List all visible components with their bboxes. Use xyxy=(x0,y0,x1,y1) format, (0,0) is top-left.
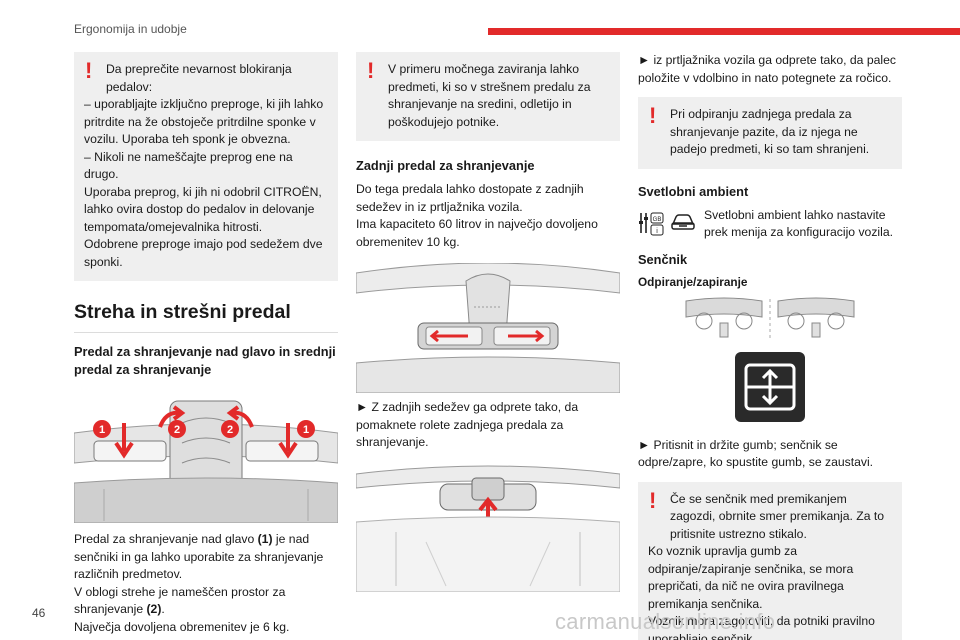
warning-text: V primeru močnega zaviranja lahko predme… xyxy=(388,62,591,129)
callout-marker xyxy=(297,420,315,438)
subheading-open-close: Odpiranje/zapiranje xyxy=(638,274,748,289)
rear-storage-seats-illustration xyxy=(356,263,620,393)
ambient-icons: GB i xyxy=(638,207,696,237)
callout-label: 2 xyxy=(174,424,180,436)
warning-line-4: Uporaba preprog, ki jih ni odobril CITRO… xyxy=(84,184,322,234)
warning-icon: ! xyxy=(85,58,93,83)
ambient-light-text: Svetlobni ambient lahko nastavite prek m… xyxy=(704,207,893,239)
warning-box-mats: ! Da preprečite nevarnost blokiranja ped… xyxy=(74,52,338,281)
callout-label: 1 xyxy=(99,424,105,436)
para-text: Predal za shranjevanje nad glavo xyxy=(74,532,258,546)
heading-sunshade: Senčnik xyxy=(638,251,688,267)
callout-marker xyxy=(93,420,111,438)
column-left: ! Da preprečite nevarnost blokiranja ped… xyxy=(74,52,338,636)
rear-storage-trunk-illustration xyxy=(356,462,620,592)
warning-line-3: – Nikoli ne nameščajte preprog ene na dr… xyxy=(84,149,293,182)
section-title-roof: Streha in strešni predal xyxy=(74,301,338,333)
header-title: Ergonomija in udobje xyxy=(74,22,187,36)
warning-box-falling-items: ! Pri odpiranju zadnjega predala za shra… xyxy=(638,97,902,169)
warning-box-sunshade: ! Če se senčnik med premikanjem zagozdi,… xyxy=(638,481,902,640)
callout-ref: (1) xyxy=(257,532,273,546)
column-middle: ! V primeru močnega zaviranja lahko pred… xyxy=(356,52,620,592)
sunshade-button-illustration xyxy=(638,351,902,431)
callout-marker xyxy=(221,420,239,438)
warning-line-3: Voznik mora zagotoviti, da potniki pravi… xyxy=(648,614,875,640)
svg-text:i: i xyxy=(656,228,658,235)
warning-line-1: Če se senčnik med premikanjem zagozdi, o… xyxy=(670,491,885,541)
warning-text: Pri odpiranju zadnjega predala za shranj… xyxy=(670,107,870,156)
warning-icon: ! xyxy=(367,58,375,83)
overhead-storage-illustration: 1 2 2 1 xyxy=(74,393,338,523)
watermark: carmanualsonline.info xyxy=(555,609,776,634)
para-text: je nad senčniki in ga lahko uporabite za… xyxy=(74,532,324,581)
header-accent-bar xyxy=(488,28,960,35)
sunshade-position-illustration xyxy=(638,297,902,343)
callout-marker xyxy=(168,420,186,438)
para-text: V oblogi strehe je nameščen prostor za s… xyxy=(74,584,286,617)
column-right: ► iz prtljažnika vozila ga odprete tako,… xyxy=(638,52,902,640)
rear-storage-access: Do tega predala lahko dostopate z zadnji… xyxy=(356,182,584,214)
callout-label: 2 xyxy=(227,424,233,436)
warning-line-1: Da preprečite nevarnost blokiranja pedal… xyxy=(106,62,292,94)
heading-ambient-light: Svetlobni ambient xyxy=(638,183,749,199)
overhead-storage-description: Predal za shranjevanje nad glavo (1) je … xyxy=(74,531,338,636)
heading-rear-storage: Zadnji predal za shranjevanje xyxy=(356,158,535,173)
para-text: Največja dovoljena obremenitev je 6 kg. xyxy=(74,619,290,634)
warning-icon: ! xyxy=(649,487,657,513)
para-text: . xyxy=(161,602,165,616)
sunshade-button-icon xyxy=(735,351,805,422)
warning-line-2: Ko voznik upravlja gumb za odpiranje/zap… xyxy=(648,544,854,611)
rear-storage-instruction: ► Z zadnjih sedežev ga odprete tako, da … xyxy=(356,400,579,449)
warning-box-braking: ! V primeru močnega zaviranja lahko pred… xyxy=(356,52,620,141)
warning-line-2: – uporabljajte izključno preproge, ki ji… xyxy=(84,97,324,146)
callout-label: 1 xyxy=(303,424,309,436)
page-number: 46 xyxy=(32,606,46,620)
svg-text:GB: GB xyxy=(653,217,662,223)
ambient-light-row: GB i Svetlobni ambient lahko nastavite p… xyxy=(638,207,902,241)
rear-storage-capacity: Ima kapaciteto 60 litrov in največjo dov… xyxy=(356,217,598,249)
car-icon xyxy=(671,213,695,230)
sunshade-instruction: ► Pritisnit in držite gumb; senčnik se o… xyxy=(638,437,874,470)
warning-icon: ! xyxy=(649,103,657,128)
callout-ref: (2) xyxy=(146,602,162,616)
warning-line-5: Odobrene preproge imajo pod sedežem dve … xyxy=(84,237,323,269)
trunk-instruction: ► iz prtljažnika vozila ga odprete tako,… xyxy=(638,53,896,85)
settings-menu-icon: GB i xyxy=(639,212,664,235)
subsection-title-overhead: Predal za shranjevanje nad glavo in sred… xyxy=(74,344,336,377)
